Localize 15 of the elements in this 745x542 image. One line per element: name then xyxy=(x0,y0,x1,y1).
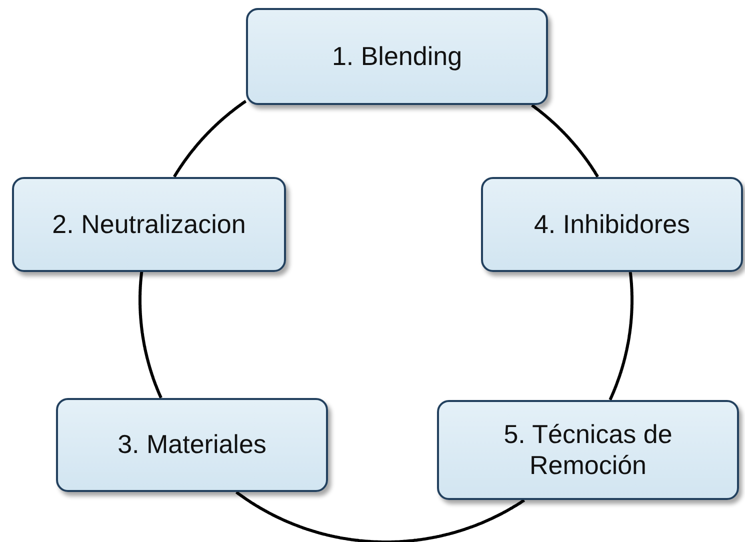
process-box xyxy=(437,400,739,500)
process-box xyxy=(56,398,328,492)
process-box xyxy=(481,177,743,272)
box-label: 2. Neutralizacion xyxy=(52,208,246,240)
box-label: 1. Blending xyxy=(332,40,462,72)
connector-arc xyxy=(236,490,525,542)
process-box xyxy=(12,177,286,272)
box-label: 3. Materiales xyxy=(118,429,266,461)
box-label: 4. Inhibidores xyxy=(534,208,690,240)
box-label: 5. Técnicas de Remoción xyxy=(502,418,674,482)
connector-arc xyxy=(173,100,247,178)
process-box xyxy=(246,8,548,105)
connector-arc xyxy=(138,271,162,399)
connector-arc xyxy=(531,104,600,178)
connector-arc xyxy=(608,271,634,401)
